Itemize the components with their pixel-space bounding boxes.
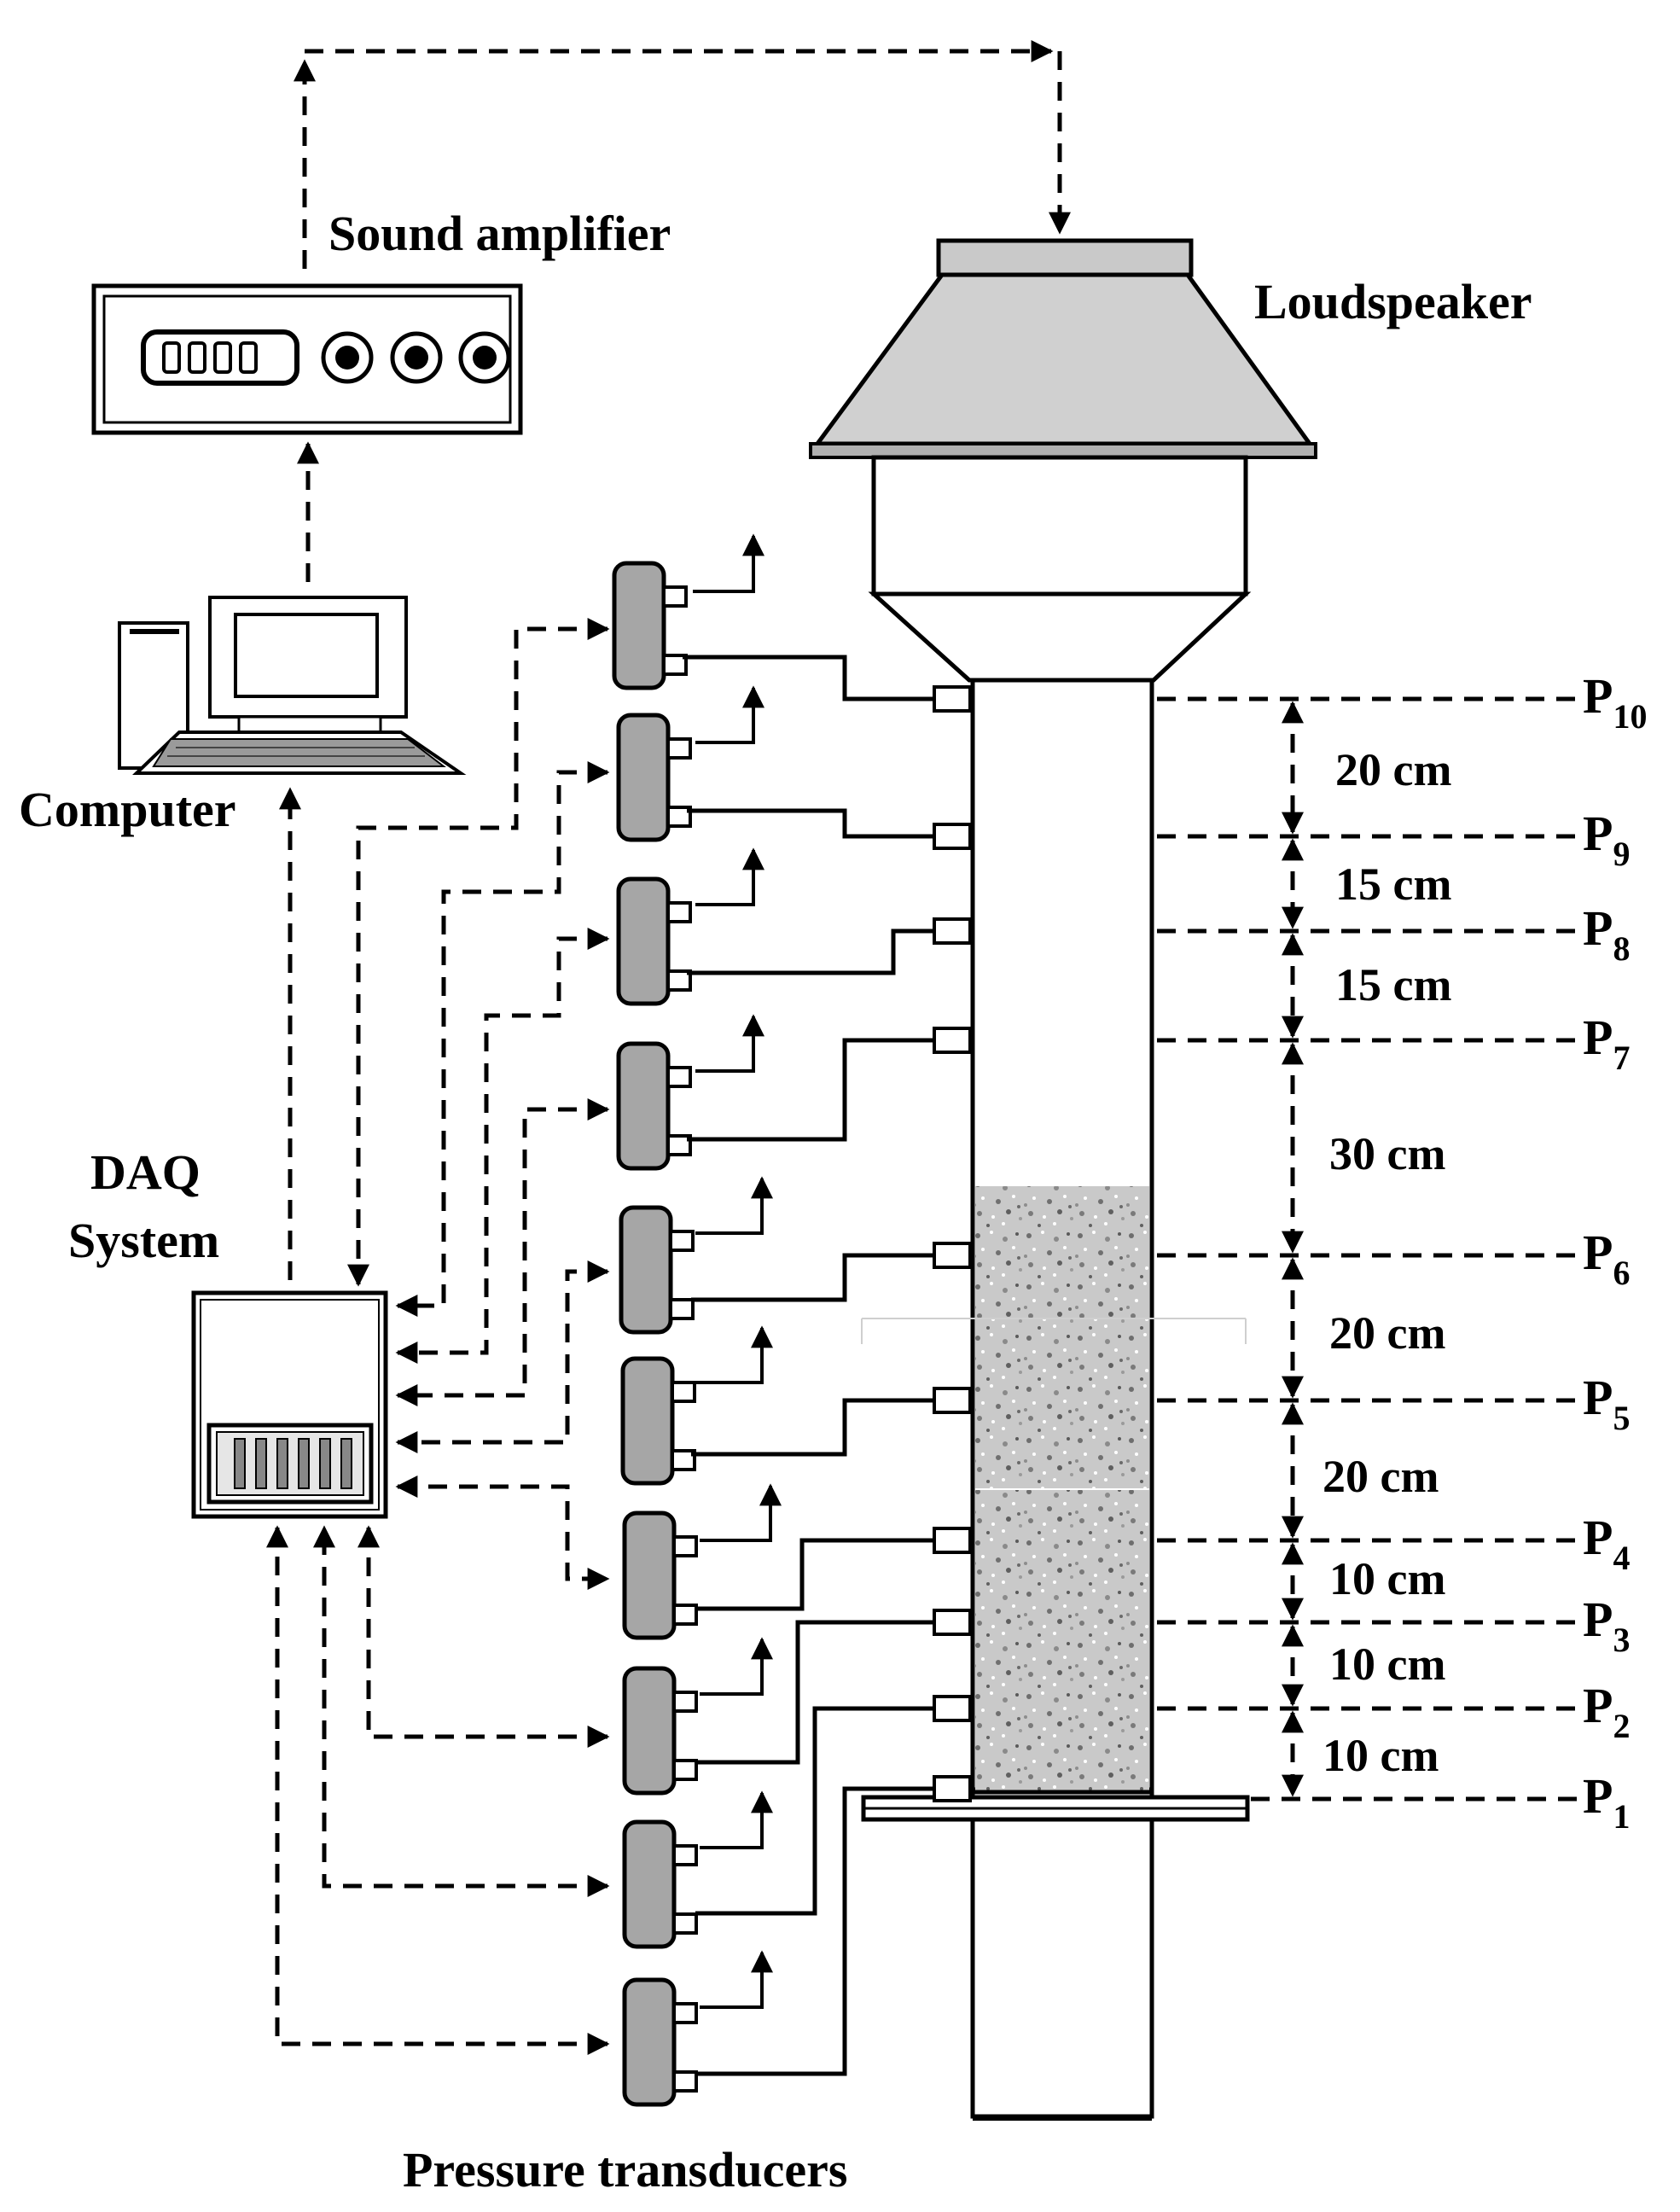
pressure-transducer (616, 876, 692, 1006)
amplifier-knob (390, 331, 443, 384)
port-labels: P10 P9 P8 P7 P6 P5 P4 P3 P2 P1 (1583, 668, 1647, 1836)
port-label-p10: P10 (1583, 668, 1647, 736)
pressure-transducers-label: Pressure transducers (403, 2142, 847, 2197)
transducer-output-arrows (693, 533, 782, 2009)
pressure-transducer (619, 1205, 695, 1335)
sound-amplifier (91, 283, 523, 435)
pressure-transducer (616, 713, 692, 842)
pressure-transducer (622, 1511, 698, 1640)
pressure-transducer (612, 561, 688, 690)
amplifier-loudspeaker-link (294, 40, 1071, 269)
amplifier-display (141, 329, 299, 386)
amplifier-knob (321, 331, 374, 384)
spacing-label: 15 cm (1335, 859, 1451, 910)
spacing-label: 10 cm (1322, 1730, 1439, 1781)
spacing-label: 15 cm (1335, 959, 1451, 1010)
port-label-p7: P7 (1583, 1010, 1630, 1077)
spacing-label: 10 cm (1329, 1553, 1445, 1604)
test-column (861, 678, 1250, 2121)
spacing-label: 30 cm (1329, 1128, 1445, 1179)
port-label-p9: P9 (1583, 806, 1630, 873)
spacing-label: 20 cm (1329, 1307, 1445, 1359)
port-label-p6: P6 (1583, 1225, 1630, 1292)
port-label-p3: P3 (1583, 1592, 1630, 1659)
pressure-transducer (620, 1356, 696, 1486)
daq-label-line1: DAQ (90, 1144, 201, 1200)
pressure-transducer (616, 1041, 692, 1171)
daq-label-line2: System (68, 1213, 219, 1268)
spacing-labels: 20 cm 15 cm 15 cm 30 cm 20 cm 20 cm 10 c… (1322, 744, 1451, 1781)
port-level-lines (1157, 696, 1578, 1802)
pressure-transducer (622, 1666, 698, 1796)
spacing-label: 20 cm (1335, 744, 1451, 795)
port-label-p4: P4 (1583, 1510, 1630, 1577)
amplifier-knob (458, 331, 511, 384)
computer-label: Computer (19, 782, 236, 837)
transducer-tubes (683, 655, 934, 2076)
sound-amplifier-label: Sound amplifier (328, 206, 671, 261)
pressure-transducers (612, 561, 698, 2107)
port-label-p2: P2 (1583, 1678, 1630, 1745)
computer (118, 596, 467, 775)
port-fittings (933, 685, 972, 1802)
port-label-p8: P8 (1583, 900, 1630, 968)
port-label-p1: P1 (1583, 1768, 1630, 1836)
pressure-transducer (622, 1819, 698, 1949)
loudspeaker-label: Loudspeaker (1254, 274, 1532, 329)
spacing-label: 10 cm (1329, 1639, 1445, 1690)
port-label-p5: P5 (1583, 1370, 1630, 1437)
spacing-label: 20 cm (1322, 1451, 1439, 1502)
daq-signal-lines (266, 618, 610, 2055)
pressure-transducer (622, 1977, 698, 2107)
loudspeaker (809, 238, 1317, 683)
daq-system (191, 1290, 388, 1519)
